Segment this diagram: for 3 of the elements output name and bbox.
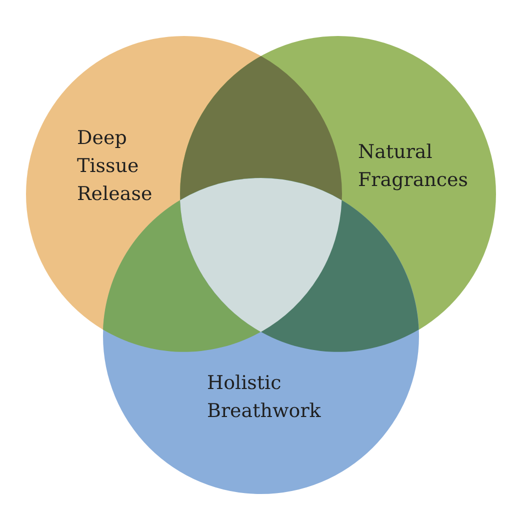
circle-label: Holistic Breathwork: [207, 371, 322, 424]
circle-label: Natural Fragrances: [358, 140, 470, 193]
circle-label: Deep Tissue Release: [77, 126, 154, 207]
